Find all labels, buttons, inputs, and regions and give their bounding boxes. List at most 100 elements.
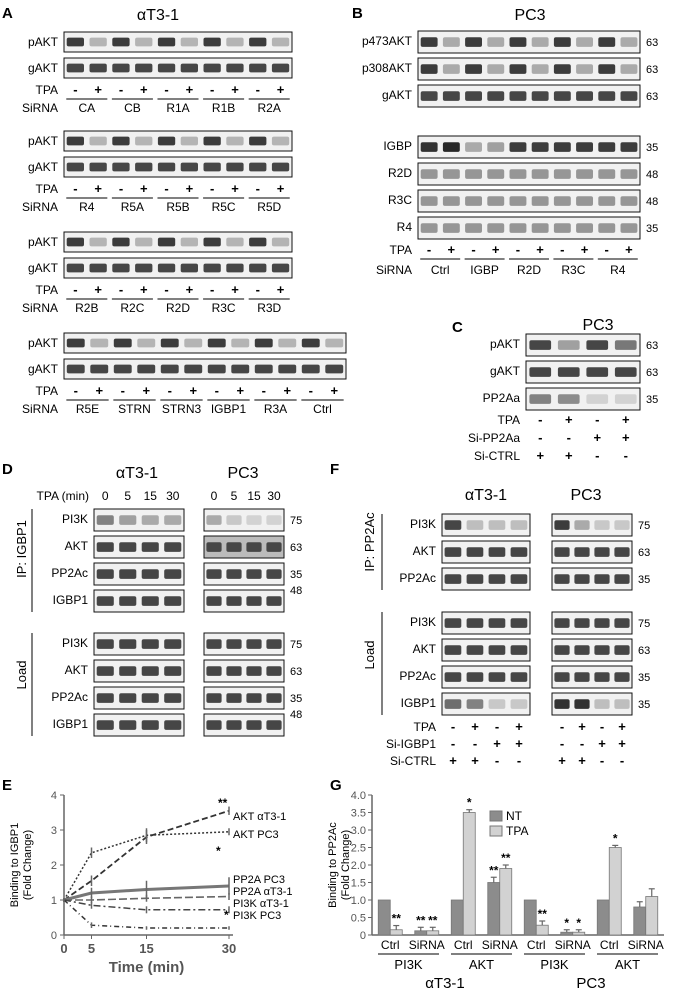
blot-band (509, 223, 527, 233)
blot-band (112, 37, 130, 47)
tpa-sign: + (277, 82, 285, 97)
blot-band (226, 515, 242, 525)
treatment-label: R4 (610, 263, 626, 277)
blot-band (614, 520, 630, 530)
row-label: PI3K (410, 615, 436, 629)
blot-right (551, 692, 633, 716)
blot-band (180, 37, 198, 47)
blot-frame (93, 562, 185, 586)
mw-marker: 75 (638, 618, 650, 630)
ip-load-label: IP: PP2Ac (362, 512, 377, 572)
mw-marker: 63 (646, 64, 658, 76)
blot-band (141, 515, 159, 525)
blot-right (551, 638, 633, 662)
blot-band (96, 693, 114, 703)
condition-sign: - (560, 719, 564, 734)
blot-band (184, 364, 203, 374)
x-tick-label: 0 (60, 941, 67, 956)
cell-label: αT3-1 (425, 975, 465, 991)
blot-band (488, 520, 506, 530)
blot-band (598, 223, 616, 233)
bar (572, 931, 586, 936)
blot-band (598, 169, 616, 179)
blot-band (90, 364, 109, 374)
blot-band (141, 569, 159, 579)
blot-band (465, 223, 482, 233)
blot-pakt (63, 332, 347, 354)
blot-band (531, 196, 549, 206)
blot-band (135, 237, 153, 247)
tpa-sign: + (140, 282, 148, 297)
mw-marker: 35 (646, 223, 658, 235)
tpa-sign: - (471, 242, 475, 257)
blot-band (112, 237, 130, 247)
tpa-label: TPA (36, 83, 58, 97)
blot-band (90, 338, 109, 348)
blot-gakt (417, 84, 641, 108)
panel-letter: C (452, 319, 463, 336)
bar (377, 899, 391, 936)
blot-band (529, 367, 552, 377)
series-label: AKT αT3-1 (233, 811, 286, 823)
blot-band (574, 520, 590, 530)
bar (499, 868, 513, 936)
condition-sign: - (600, 753, 604, 768)
x-tick-label: 5 (88, 941, 95, 956)
tpa-sign: + (94, 282, 102, 297)
condition-label: Si-CTRL (474, 449, 520, 463)
blot-band (576, 142, 593, 152)
condition-sign: - (567, 430, 571, 445)
row-label: PP2Ac (51, 566, 88, 580)
blot-right (551, 513, 633, 537)
blot-p308akt (417, 57, 641, 81)
blot-frame (63, 257, 293, 279)
blot-band (510, 618, 528, 628)
significance-mark: * (576, 916, 581, 930)
series-label: AKT PC3 (233, 829, 279, 841)
blot-band (278, 364, 297, 374)
blot-band (509, 196, 527, 206)
blot-band (226, 666, 242, 676)
blot-band (420, 223, 438, 233)
blot-band (226, 542, 242, 552)
row-label: pAKT (28, 35, 59, 49)
treatment-label: R5B (166, 200, 189, 214)
bar (608, 847, 622, 936)
blot-right (203, 686, 285, 710)
blot-frame (551, 665, 633, 689)
blot-band (157, 136, 176, 146)
panel-letter: D (2, 461, 13, 478)
treatment-label: SiRNA (628, 938, 664, 952)
blot-frame (63, 332, 347, 354)
blot-pp2aa (525, 387, 641, 411)
blot-band (620, 91, 638, 101)
y-tick-label: 2.5 (351, 843, 366, 855)
blot-left (93, 562, 185, 586)
blot-band (554, 645, 570, 655)
significance-mark: * (564, 916, 569, 930)
blot-band (203, 136, 221, 146)
blot-band (301, 364, 320, 374)
bar (523, 899, 537, 936)
blot-band (66, 338, 85, 348)
blot-band (141, 596, 159, 606)
treatment-label: R3A (264, 402, 287, 416)
blot-frame (93, 589, 185, 613)
blot-frame (203, 589, 285, 613)
y-tick-label: 0 (360, 930, 366, 942)
y-tick-label: 1.5 (351, 878, 366, 890)
blot-right (551, 540, 633, 564)
row-label: PP2Ac (399, 571, 436, 585)
blot-band (203, 162, 221, 172)
tpa-sign: - (74, 383, 78, 398)
time-label: 5 (124, 489, 131, 503)
condition-sign: + (618, 736, 626, 751)
panel-letter: B (352, 5, 363, 22)
blot-band (266, 542, 282, 552)
condition-sign: + (618, 719, 626, 734)
condition-sign: - (473, 736, 477, 751)
row-label: R2D (388, 166, 412, 180)
blot-band (164, 720, 182, 730)
